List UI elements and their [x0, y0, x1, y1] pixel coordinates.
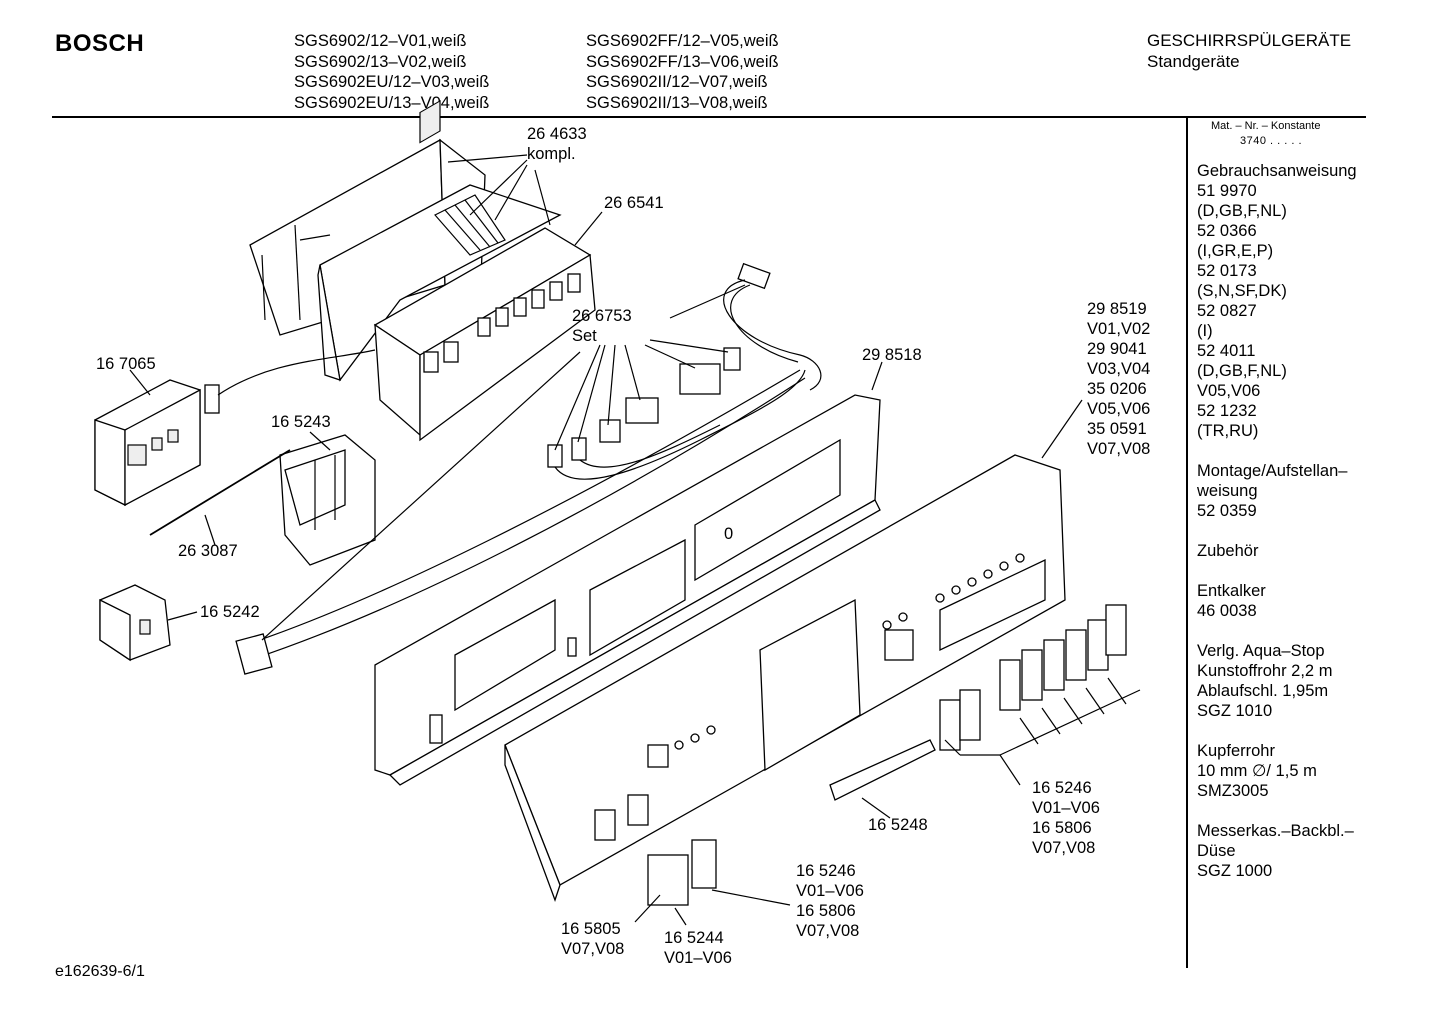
program-buttons: [939, 604, 1127, 751]
sidebar-line: SGZ 1010: [1197, 702, 1273, 720]
harness-connector-top: [723, 262, 822, 391]
sidebar-line: Montage/Aufstellan–: [1197, 462, 1348, 480]
sidebar-block-manual: Gebrauchsanweisung 51 9970 (D,GB,F,NL) 5…: [1197, 161, 1357, 441]
callout-263087: 26 3087: [178, 542, 238, 560]
callout-165805: 16 5805 V07,V08: [561, 920, 625, 958]
sidebar-line: (D,GB,F,NL): [1197, 362, 1287, 380]
callout-165242: 16 5242: [200, 603, 260, 621]
sidebar-block-installation: Montage/Aufstellan– weisung 52 0359: [1197, 461, 1357, 521]
sidebar-line: Zubehör: [1197, 542, 1259, 560]
model-list-col2: SGS6902FF/12–V05,weiß SGS6902FF/13–V06,w…: [586, 31, 779, 113]
header-divider: [52, 116, 1366, 118]
sidebar-line: Messerkas.–Backbl.–: [1197, 822, 1354, 840]
sidebar-line: Kunstoffrohr 2,2 m: [1197, 662, 1333, 680]
sidebar-line: SMZ3005: [1197, 782, 1269, 800]
sidebar-line: 51 9970: [1197, 182, 1257, 200]
fascia-indicator-dots: [674, 553, 1025, 750]
leader-lines: [129, 154, 1141, 926]
sidebar-line: 10 mm ∅/ 1,5 m: [1197, 762, 1317, 780]
callout-165243: 16 5243: [271, 413, 331, 431]
matno-label: Mat. – Nr. – Konstante: [1211, 120, 1321, 132]
subcategory-title: Standgeräte: [1147, 52, 1240, 71]
sidebar-line: Düse: [1197, 842, 1236, 860]
sidebar-block-accessories: Zubehör: [1197, 541, 1357, 561]
callout-165244: 16 5244 V01–V06: [664, 929, 732, 967]
callout-167065: 16 7065: [96, 355, 156, 373]
main-switch: [99, 584, 171, 662]
front-fascia: [504, 454, 1066, 902]
electronic-module: [373, 100, 596, 442]
callout-298518: 29 8518: [862, 346, 922, 364]
sidebar-line: Kupferrohr: [1197, 742, 1275, 760]
cable-connector: [235, 633, 273, 675]
module-keys: [423, 273, 581, 373]
light-pipe: [829, 739, 936, 801]
sidebar-line: 52 0359: [1197, 502, 1257, 520]
sidebar-line: Ablaufschl. 1,95m: [1197, 682, 1329, 700]
sidebar-line: 52 0827: [1197, 302, 1257, 320]
callout-165248: 16 5248: [868, 816, 928, 834]
model-item: SGS6902II/13–V08,weiß: [586, 93, 768, 112]
callout-165246-right: 16 5246 V01–V06 16 5806 V07,V08: [1032, 779, 1105, 857]
diagram-code: e162639-6/1: [55, 963, 145, 980]
model-item: SGS6902/12–V01,weiß: [294, 32, 467, 50]
sidebar-line: (D,GB,F,NL): [1197, 202, 1287, 220]
callout-266541: 26 6541: [604, 194, 664, 212]
panel-marking: 0: [724, 525, 733, 543]
category-title: GESCHIRRSPÜLGERÄTE: [1147, 31, 1352, 50]
bottom-buttons: [647, 839, 717, 906]
sidebar-line: Gebrauchsanweisung: [1197, 162, 1357, 180]
long-cable: [244, 369, 801, 646]
display-module: [94, 349, 376, 507]
model-item: SGS6902FF/13–V06,weiß: [586, 52, 779, 71]
sidebar-line: Verlg. Aqua–Stop: [1197, 642, 1325, 660]
brand-logo: BOSCH: [55, 30, 145, 57]
sidebar-line: (I,GR,E,P): [1197, 242, 1274, 260]
callout-298519: 29 8519 V01,V02 29 9041 V03,V04 35 0206 …: [1087, 300, 1155, 458]
sidebar-line: 46 0038: [1197, 602, 1257, 620]
sidebar-parts-list: Gebrauchsanweisung 51 9970 (D,GB,F,NL) 5…: [1197, 161, 1357, 901]
model-item: SGS6902FF/12–V05,weiß: [586, 32, 779, 50]
door-switch: [279, 434, 376, 566]
model-item: SGS6902II/12–V07,weiß: [586, 73, 768, 91]
callout-165246-bottom: 16 5246 V01–V06 16 5806 V07,V08: [796, 862, 869, 940]
sidebar-line: weisung: [1197, 482, 1258, 500]
sidebar-line: 52 1232: [1197, 402, 1257, 420]
sidebar-line: 52 0173: [1197, 262, 1257, 280]
matno-value: 3740 . . . . .: [1240, 135, 1303, 147]
pcb-board: [317, 184, 562, 382]
sidebar-block-copper-pipe: Kupferrohr 10 mm ∅/ 1,5 m SMZ3005: [1197, 741, 1357, 801]
sidebar-line: SGZ 1000: [1197, 862, 1273, 880]
category-block: GESCHIRRSPÜLGERÄTE Standgeräte: [1147, 30, 1351, 72]
rod: [149, 449, 291, 536]
sidebar-line: Entkalker: [1197, 582, 1266, 600]
sidebar-line: V05,V06: [1197, 382, 1261, 400]
model-item: SGS6902/13–V02,weiß: [294, 52, 467, 71]
sidebar-line: (TR,RU): [1197, 422, 1259, 440]
connector-set: [547, 347, 806, 480]
model-item: SGS6902EU/12–V03,weiß: [294, 73, 490, 91]
sidebar-block-descaler: Entkalker 46 0038: [1197, 581, 1357, 621]
sidebar-line: 52 0366: [1197, 222, 1257, 240]
sidebar-line: (I): [1197, 322, 1213, 340]
sidebar-block-nozzle: Messerkas.–Backbl.– Düse SGZ 1000: [1197, 821, 1357, 881]
sidebar-divider: [1186, 118, 1188, 968]
control-panel-frame: [374, 394, 881, 786]
sidebar-line: 52 4011: [1197, 342, 1256, 360]
sidebar-line: (S,N,SF,DK): [1197, 282, 1287, 300]
long-cable: [249, 377, 806, 661]
sidebar-block-aquastop: Verlg. Aqua–Stop Kunstoffrohr 2,2 m Abla…: [1197, 641, 1357, 721]
model-list-col1: SGS6902/12–V01,weiß SGS6902/13–V02,weiß …: [294, 31, 489, 113]
